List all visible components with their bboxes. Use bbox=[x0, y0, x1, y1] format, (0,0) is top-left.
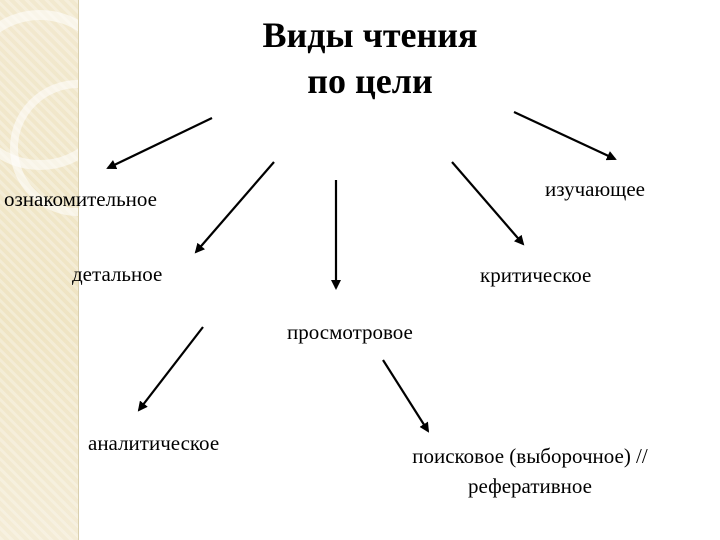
diagram-title: Виды чтения по цели bbox=[210, 12, 530, 104]
node-poiskovoe: поисковое (выборочное) // реферативное bbox=[360, 441, 700, 501]
title-line-2: по цели bbox=[307, 61, 433, 101]
node-analiticheskoe: аналитическое bbox=[88, 431, 220, 455]
arrow-to-izuchayushchee bbox=[513, 111, 617, 161]
node-detalnoe: детальное bbox=[72, 262, 163, 286]
arrow-to-detalnoe bbox=[194, 161, 275, 254]
title-line-1: Виды чтения bbox=[262, 15, 478, 55]
arrow-to-oznakomitelnoe bbox=[106, 117, 213, 170]
arrow-to-analiticheskoe bbox=[137, 326, 204, 412]
node-kriticheskoe: критическое bbox=[480, 263, 592, 287]
node-oznakomitelnoe: ознакомительное bbox=[4, 187, 157, 211]
arrow-to-kriticheskoe bbox=[451, 161, 525, 246]
node-izuchayushchee: изучающее bbox=[545, 177, 645, 201]
node-poiskovoe-line-1: поисковое (выборочное) // bbox=[412, 444, 648, 468]
decorative-side-band bbox=[0, 0, 79, 540]
node-prosmotrovoe: просмотровое bbox=[287, 320, 413, 344]
arrow-to-poiskovoe bbox=[382, 359, 430, 433]
node-poiskovoe-line-2: реферативное bbox=[468, 474, 592, 498]
